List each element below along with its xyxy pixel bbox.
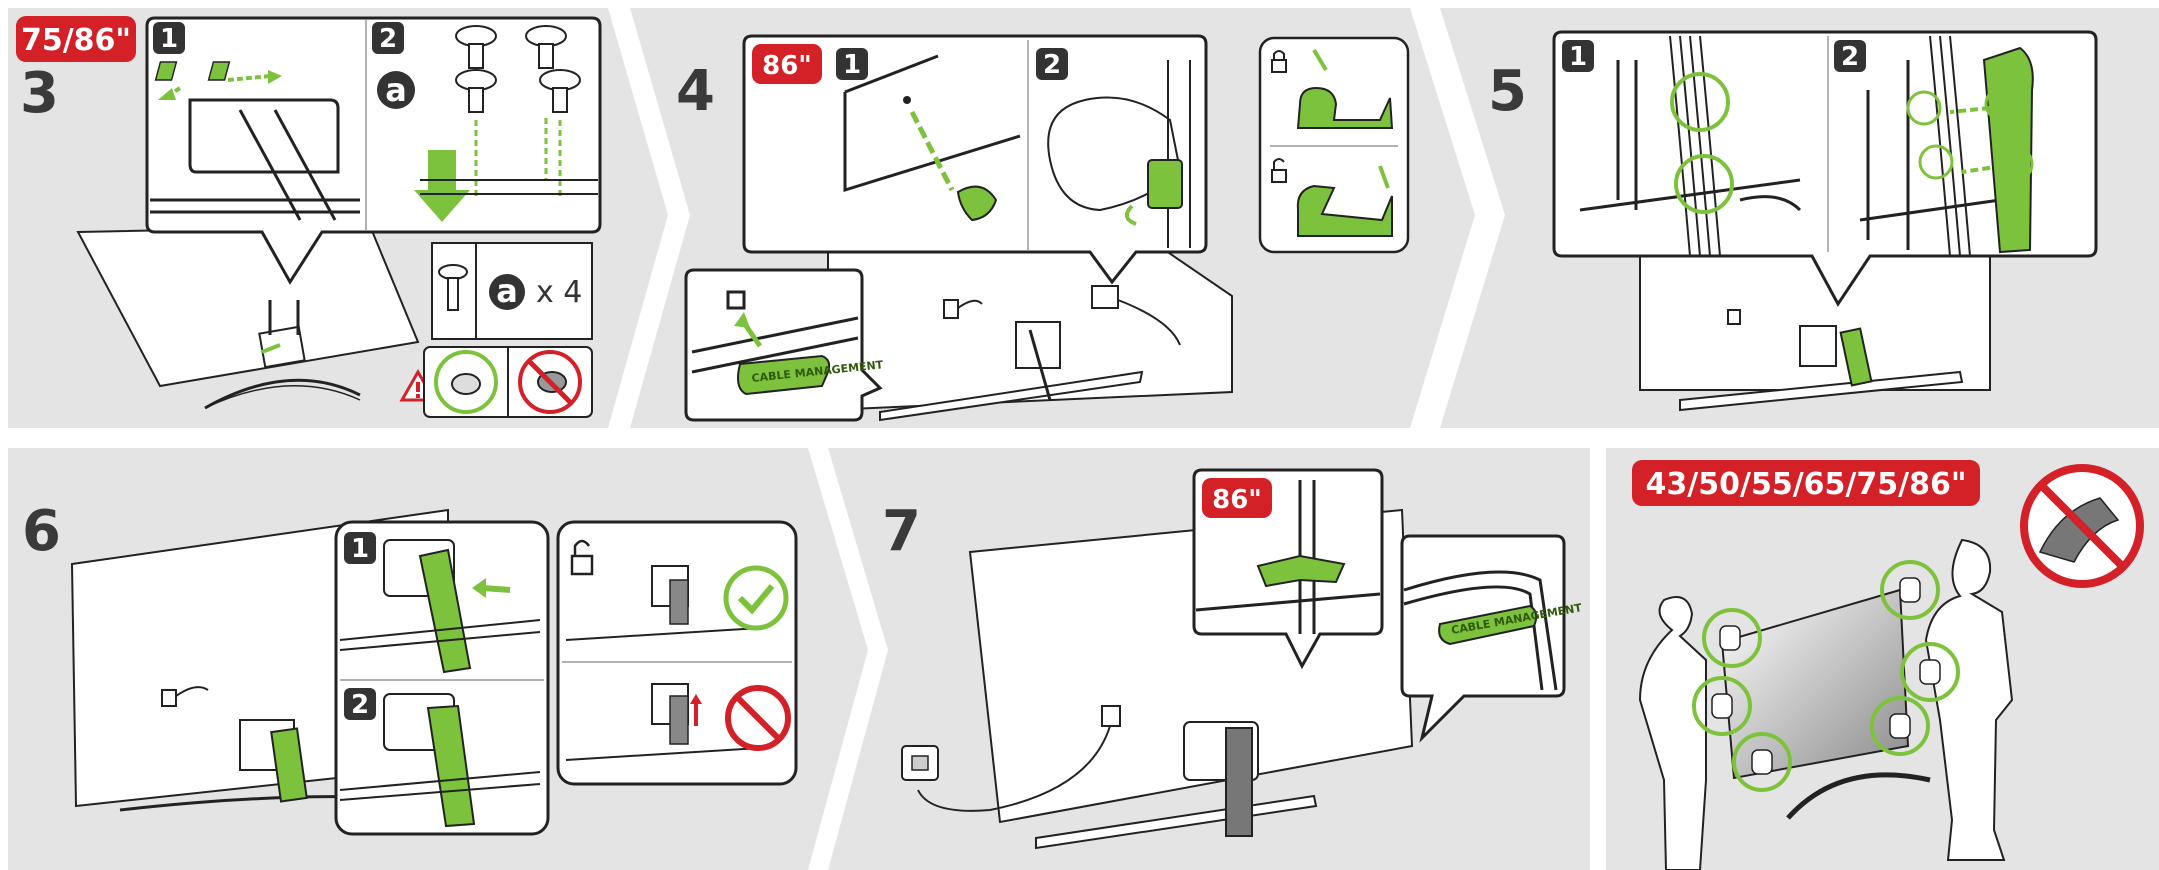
clip-green (1148, 160, 1182, 208)
step-number: 3 (20, 61, 59, 126)
model-badge-text: 86" (1212, 485, 1262, 515)
slot-icon (728, 292, 744, 308)
svg-text:1: 1 (843, 50, 861, 80)
wall-outlet-icon (902, 746, 938, 780)
svg-text:1: 1 (1569, 42, 1587, 72)
prohibited-icon (728, 688, 788, 748)
step-number: 5 (1488, 59, 1527, 124)
tv-illustration (1640, 250, 1990, 390)
model-badge-text: 86" (762, 51, 812, 81)
stand-neck-illustration (190, 100, 338, 172)
svg-text:a: a (496, 272, 518, 310)
step-number: 4 (676, 59, 715, 124)
step-number: 7 (882, 499, 921, 564)
svg-text:1: 1 (351, 534, 369, 564)
cable-cover-gray (1226, 728, 1252, 836)
svg-text:2: 2 (351, 690, 369, 720)
svg-text:a: a (385, 71, 407, 109)
washer-ok-icon (436, 352, 496, 412)
svg-text:2: 2 (379, 24, 397, 54)
check-icon (726, 568, 786, 628)
model-badge-text: 75/86" (21, 23, 131, 58)
screw-count-label: x 4 (536, 275, 582, 310)
svg-text:2: 2 (1841, 42, 1859, 72)
arrow-green (482, 588, 510, 590)
svg-text:2: 2 (1043, 50, 1061, 80)
callout-cable-cover (686, 270, 880, 420)
model-badge-text: 43/50/55/65/75/86" (1646, 467, 1967, 502)
svg-text:1: 1 (160, 24, 178, 54)
no-touch-screen-icon (2024, 468, 2140, 584)
step-number: 6 (22, 499, 61, 564)
screw-no-icon (520, 352, 580, 412)
